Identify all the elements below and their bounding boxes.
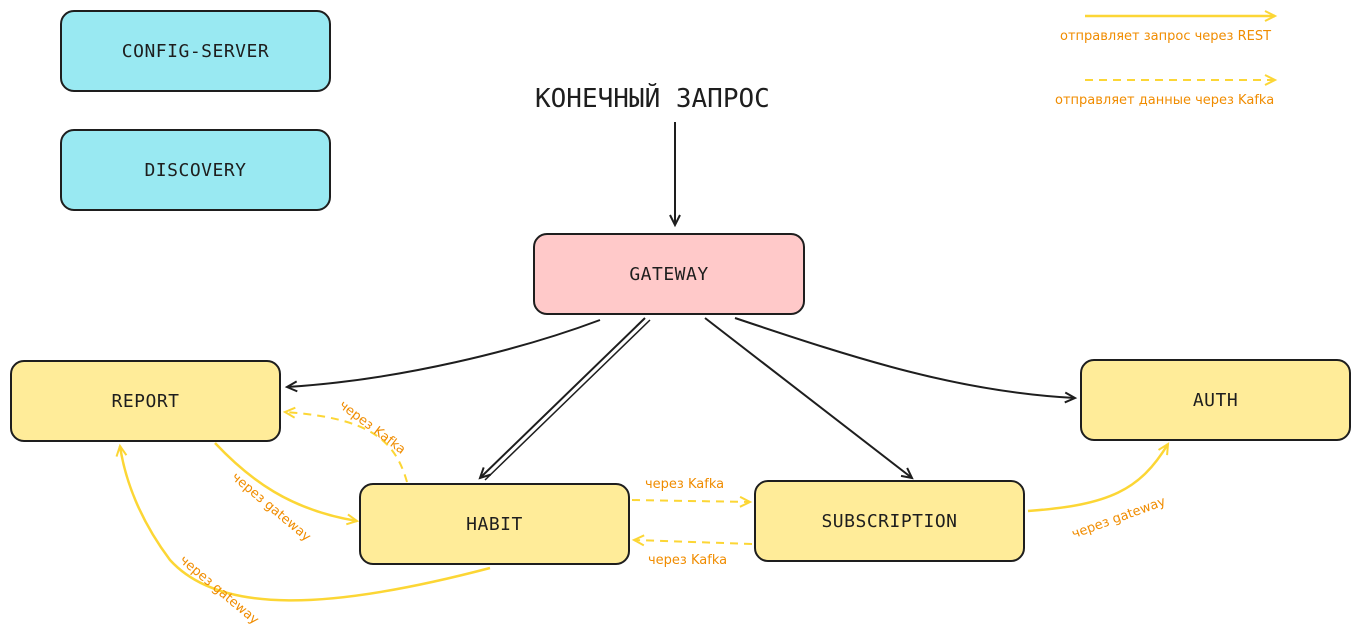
arrow-subscription-to-auth-gateway — [1027, 442, 1170, 513]
node-gateway[interactable]: GATEWAY — [533, 233, 805, 315]
arrow-gateway-to-habit — [478, 317, 646, 480]
legend-kafka-label: отправляет данные через Kafka — [1055, 93, 1275, 108]
arrow-subscription-to-habit-kafka — [631, 534, 753, 547]
node-config-server[interactable]: CONFIG-SERVER — [60, 10, 331, 92]
final-request-title: КОНЕЧНЫЙ ЗАПРОС — [535, 84, 770, 114]
node-discovery[interactable]: DISCOVERY — [60, 129, 331, 211]
arrow-gateway-to-subscription — [704, 317, 914, 480]
edge-label-subscription-to-habit: через Kafka — [648, 553, 728, 568]
arrow-habit-to-subscription-kafka — [631, 495, 753, 508]
node-subscription[interactable]: SUBSCRIPTION — [754, 480, 1025, 562]
arrow-report-to-habit-gateway — [214, 442, 360, 526]
arrow-gateway-to-habit-double — [484, 319, 651, 481]
node-report[interactable]: REPORT — [10, 360, 281, 442]
edge-label-habit-to-subscription: через Kafka — [645, 477, 725, 492]
node-habit[interactable]: HABIT — [359, 483, 630, 565]
legend-rest-label: отправляет запрос через REST — [1060, 29, 1272, 44]
arrow-gateway-to-report — [284, 319, 601, 393]
node-auth[interactable]: AUTH — [1080, 359, 1351, 441]
arrow-gateway-to-auth — [734, 317, 1078, 404]
arrow-habit-to-report-kafka — [282, 406, 408, 483]
arrow-habit-to-report-curve — [115, 443, 491, 602]
